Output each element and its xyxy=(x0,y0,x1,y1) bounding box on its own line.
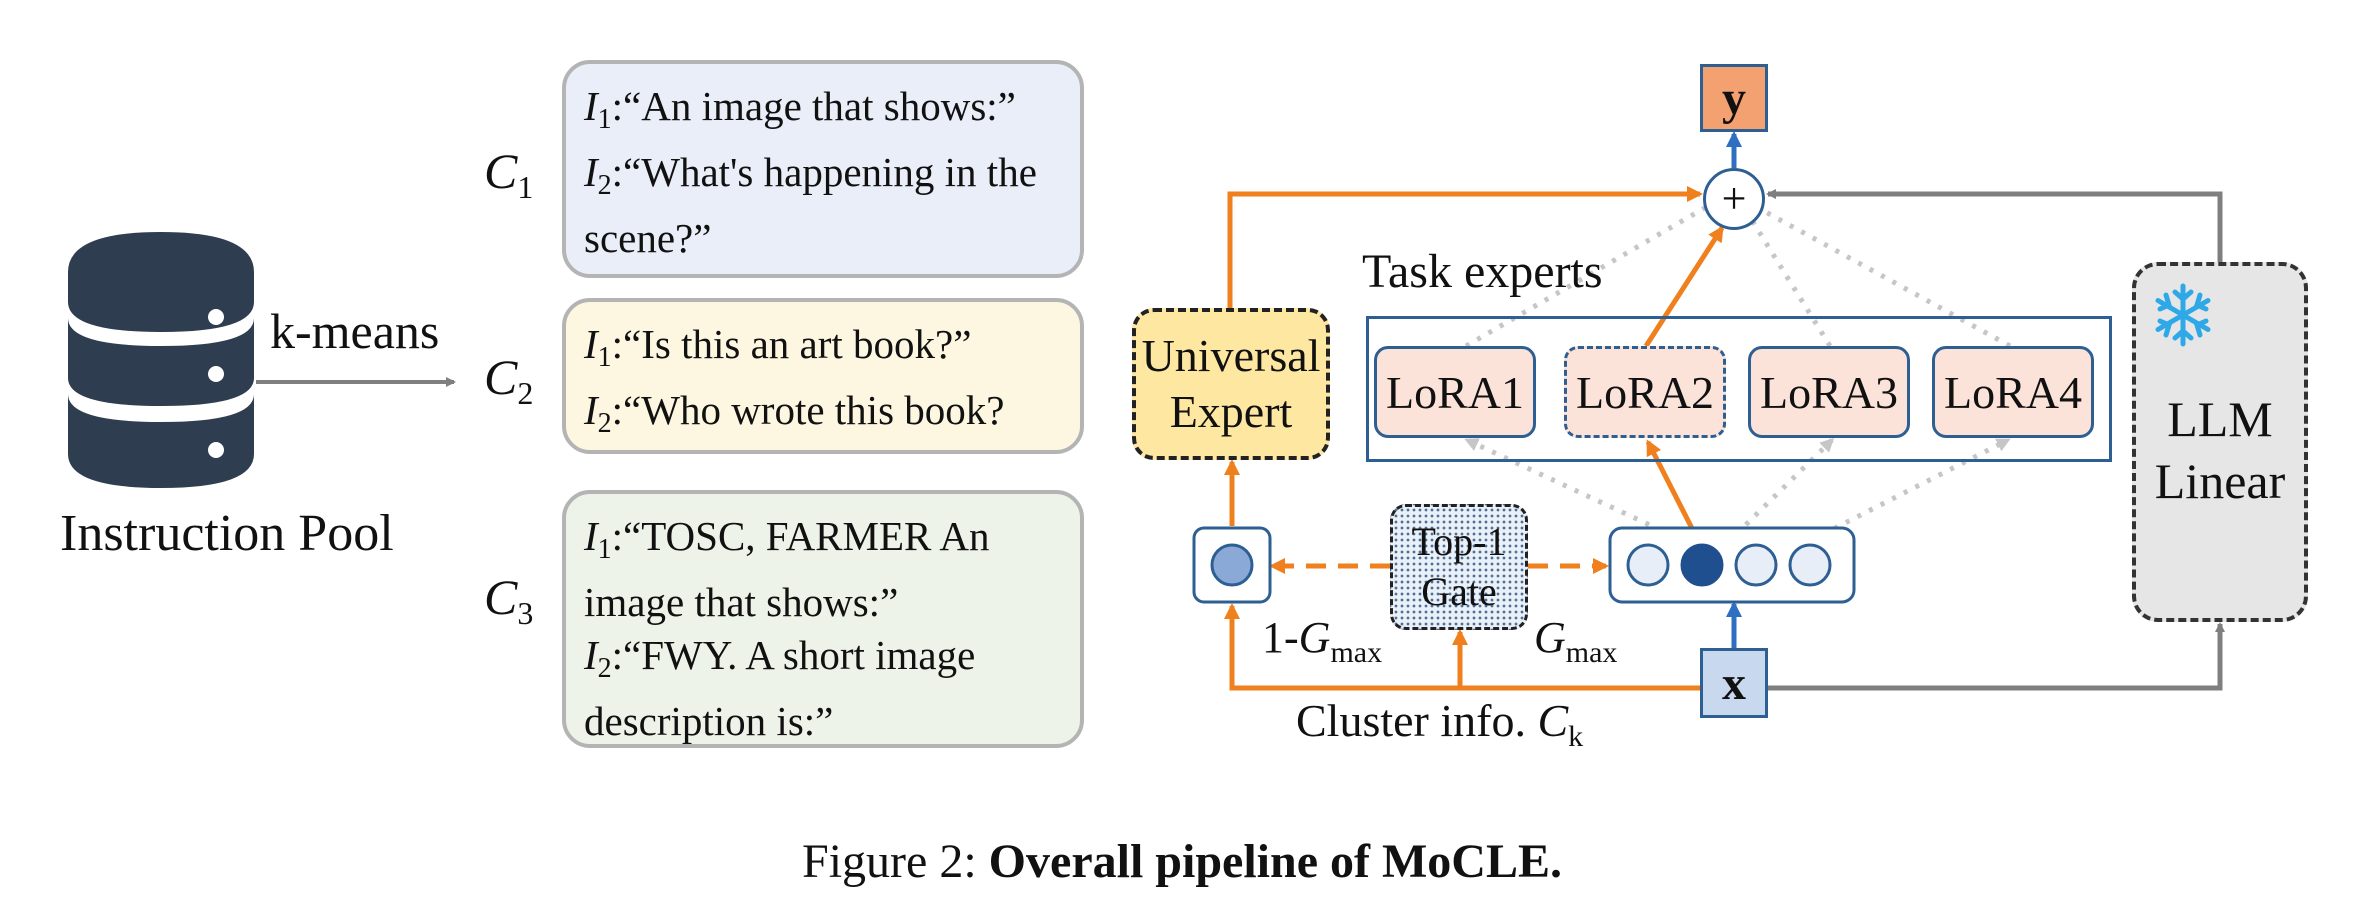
instruction-line: I2:“What's happening in the scene?” xyxy=(584,149,1037,261)
input-x-box: x xyxy=(1700,648,1768,718)
cluster-box-1: I1:“An image that shows:” I2:“What's hap… xyxy=(562,60,1084,278)
lora2-to-sum-arrow xyxy=(1643,225,1725,348)
instruction-pool-label: Instruction Pool xyxy=(60,505,394,562)
output-y-box: y xyxy=(1700,64,1768,132)
figure-caption: Figure 2: Overall pipeline of MoCLE. xyxy=(802,835,1562,888)
universal-to-sum-arrow xyxy=(1227,186,1703,308)
lora4-box: LoRA4 xyxy=(1932,346,2094,438)
universal-expert-box: Universal Expert xyxy=(1132,308,1330,460)
task-router-node xyxy=(1608,526,1856,604)
database-icon xyxy=(68,232,254,488)
cluster-label-1: C1 xyxy=(484,143,534,205)
lora1-box: LoRA1 xyxy=(1374,346,1536,438)
lora3-box: LoRA3 xyxy=(1748,346,1910,438)
cluster-label-3: C3 xyxy=(484,569,534,631)
universal-expert-line2: Expert xyxy=(1169,386,1293,437)
instruction-line: I1:“An image that shows:” xyxy=(584,83,1016,135)
gate-line1: Top-1 xyxy=(1411,519,1507,564)
one-minus-gmax-label: 1-Gmax xyxy=(1262,613,1383,669)
instruction-line: I2:“Who wrote this book? xyxy=(584,387,1005,439)
sum-node: + xyxy=(1703,168,1765,230)
gate-line2: Gate xyxy=(1421,569,1497,614)
llm-linear-box: LLM Linear xyxy=(2132,262,2308,622)
cluster-box-2: I1:“Is this an art book?” I2:“Who wrote … xyxy=(562,298,1084,454)
instruction-line: I2:“FWY. A short image description is:” xyxy=(584,632,976,744)
kmeans-label: k-means xyxy=(270,303,440,359)
llm-line1: LLM xyxy=(2167,391,2273,447)
universal-expert-line1: Universal xyxy=(1141,330,1321,381)
top1-gate-box: Top-1 Gate xyxy=(1390,504,1528,630)
snowflake-icon xyxy=(2155,283,2211,347)
gmax-label: Gmax xyxy=(1534,613,1618,669)
x-to-llm-arrow xyxy=(1768,622,2225,691)
instruction-line: I1:“TOSC, FARMER An image that shows:” xyxy=(584,513,990,625)
instruction-line: I1:“Is this an art book?” xyxy=(584,321,972,373)
llm-line2: Linear xyxy=(2154,453,2286,509)
cluster-label-2: C2 xyxy=(484,349,534,411)
cluster-box-3: I1:“TOSC, FARMER An image that shows:” I… xyxy=(562,490,1084,748)
task-experts-box xyxy=(1366,316,2112,462)
x-to-gate-line xyxy=(1224,603,1700,691)
lora2-box: LoRA2 xyxy=(1564,346,1726,438)
llm-to-sum-arrow xyxy=(1766,189,2223,262)
task-experts-label: Task experts xyxy=(1362,245,1603,298)
cluster-info-label: Cluster info. Ck xyxy=(1296,695,1584,753)
